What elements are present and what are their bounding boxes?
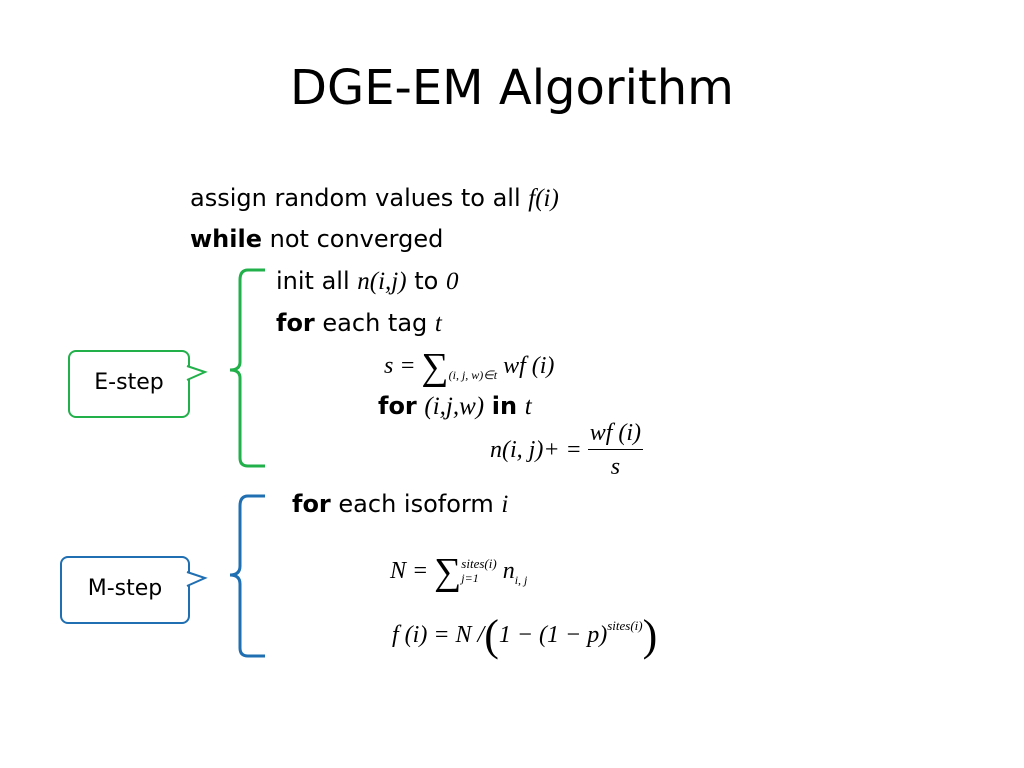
mstep-brace [229, 494, 265, 658]
mstep-pointer [186, 571, 208, 587]
equation-f: f (i) = N /(1 − (1 − p)sites(i)) [392, 611, 658, 660]
equation-n: n(i, j)+ = wf (i) s [490, 420, 644, 480]
estep-brace [229, 268, 265, 468]
line-for-isoform: for each isoform i [292, 490, 509, 518]
mstep-label: M-step [87, 576, 163, 601]
mstep-callout: M-step [60, 556, 190, 624]
sum-symbol: ∑ [434, 551, 462, 593]
estep-callout: E-step [68, 350, 190, 418]
sum-symbol: ∑ [421, 346, 449, 388]
estep-label: E-step [94, 370, 164, 395]
line-assign: assign random values to all f(i) [190, 184, 559, 212]
line-for-tag: for each tag t [276, 309, 442, 337]
line-init: init all n(i,j) to 0 [276, 267, 459, 295]
estep-pointer [186, 365, 208, 381]
equation-N: N = ∑sites(i)j=1 ni, j [390, 551, 528, 593]
slide-title: DGE-EM Algorithm [290, 60, 734, 116]
line-while: while not converged [190, 225, 444, 253]
equation-s: s = ∑(i, j, w)∈t wf (i) [384, 346, 555, 388]
line-for-iwj: for (i,j,w) in t [378, 392, 532, 420]
fraction: wf (i) s [587, 420, 644, 480]
